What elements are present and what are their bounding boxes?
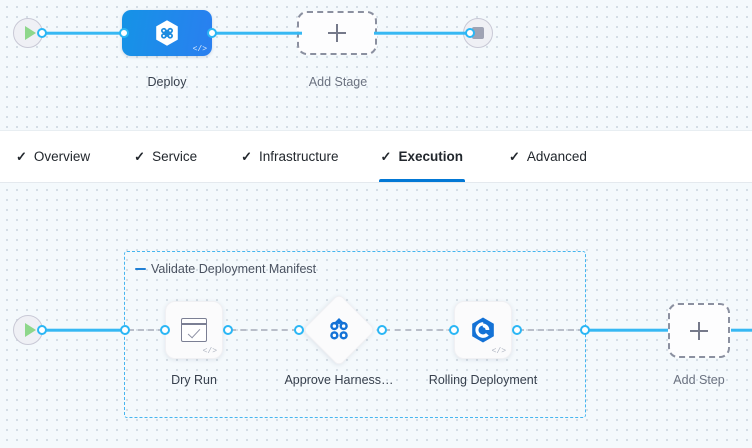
step-group-header[interactable]: Validate Deployment Manifest — [135, 262, 316, 276]
step-group-title: Validate Deployment Manifest — [151, 262, 317, 276]
tab-label: Advanced — [526, 148, 587, 164]
code-badge: </> — [202, 347, 217, 356]
connector-start-to-deploy — [42, 31, 128, 35]
tab-label: Overview — [33, 148, 91, 164]
connector-addstage-to-end — [374, 31, 470, 35]
connector-group-to-dryrun — [128, 329, 164, 331]
port-deploy-out[interactable] — [207, 28, 217, 38]
minus-icon[interactable] — [135, 268, 146, 270]
tab-underline — [507, 179, 589, 182]
rolling-deployment-icon — [472, 317, 494, 343]
step-card[interactable]: </> — [454, 301, 512, 359]
connector-group-to-addstep — [586, 328, 668, 332]
step-label-rolling-deployment: Rolling Deployment — [428, 373, 538, 387]
port-end-in[interactable] — [465, 28, 475, 38]
tab-advanced[interactable]: ✓ Advanced — [507, 130, 589, 182]
play-icon — [24, 26, 36, 40]
port-dryrun-in[interactable] — [160, 325, 170, 335]
port-group-in[interactable] — [120, 325, 130, 335]
port-approve-in[interactable] — [294, 325, 304, 335]
add-step-button[interactable] — [668, 303, 730, 358]
step-card[interactable]: </> — [165, 301, 223, 359]
connector-deploy-to-addstage — [212, 31, 302, 35]
port-dryrun-out[interactable] — [223, 325, 233, 335]
port-deploy-in[interactable] — [119, 28, 129, 38]
tab-underline — [239, 179, 340, 182]
tab-underline — [132, 179, 199, 182]
step-node-dry-run[interactable]: </> — [165, 301, 223, 359]
port-group-out[interactable] — [580, 325, 590, 335]
step-diamond[interactable] — [302, 293, 376, 367]
harness-hexagon-icon — [156, 20, 178, 46]
connector-approve-to-rolling — [384, 329, 454, 331]
port-rolling-out[interactable] — [512, 325, 522, 335]
port-start-out[interactable] — [37, 28, 47, 38]
check-icon: ✓ — [134, 148, 146, 164]
approval-quatrefoil-icon — [330, 317, 348, 339]
add-stage-label: Add Stage — [308, 75, 368, 89]
tab-label: Service — [152, 148, 198, 164]
stop-icon — [472, 27, 484, 39]
tab-label: Infrastructure — [259, 148, 339, 164]
execution-canvas[interactable]: Validate Deployment Manifest </> — [0, 183, 752, 448]
plus-icon — [690, 321, 708, 340]
check-icon: ✓ — [508, 148, 520, 164]
port-exec-start-out[interactable] — [37, 325, 47, 335]
connector-dryrun-to-approve — [230, 329, 298, 331]
tab-underline — [14, 179, 92, 182]
step-node-approve-harness[interactable] — [302, 293, 376, 367]
plus-icon — [328, 24, 346, 42]
connector-addstep-out — [731, 328, 752, 332]
dry-run-icon — [181, 318, 207, 342]
port-approve-out[interactable] — [377, 325, 387, 335]
code-badge: </> — [491, 347, 506, 356]
check-icon: ✓ — [241, 148, 252, 164]
stage-card[interactable]: </> — [122, 10, 212, 56]
tab-underline — [378, 179, 465, 182]
stage-tabs[interactable]: ✓ Overview ✓ Service ✓ Infrastructure ✓ … — [0, 130, 752, 183]
connector-start-to-group — [42, 328, 126, 332]
check-icon: ✓ — [380, 148, 392, 164]
step-label-dry-run: Dry Run — [171, 373, 217, 387]
tab-execution[interactable]: ✓ Execution — [378, 130, 465, 182]
check-icon: ✓ — [16, 148, 27, 164]
tab-overview[interactable]: ✓ Overview — [14, 130, 92, 182]
stage-canvas[interactable]: </> Deploy Add Stage — [0, 0, 752, 130]
tab-service[interactable]: ✓ Service — [132, 130, 199, 182]
stage-node-deploy[interactable]: </> — [122, 10, 212, 56]
step-label-approve-harness: Approve Harness… — [284, 373, 394, 387]
port-rolling-in[interactable] — [449, 325, 459, 335]
code-badge: </> — [192, 45, 207, 54]
stage-label-deploy: Deploy — [147, 75, 187, 89]
tab-label: Execution — [398, 148, 463, 164]
tab-infrastructure[interactable]: ✓ Infrastructure — [239, 130, 340, 182]
play-icon — [24, 323, 36, 337]
add-stage-button[interactable] — [297, 11, 377, 55]
step-node-rolling-deployment[interactable]: </> — [454, 301, 512, 359]
add-step-label: Add Step — [673, 373, 725, 387]
connector-rolling-to-groupend — [518, 329, 584, 331]
